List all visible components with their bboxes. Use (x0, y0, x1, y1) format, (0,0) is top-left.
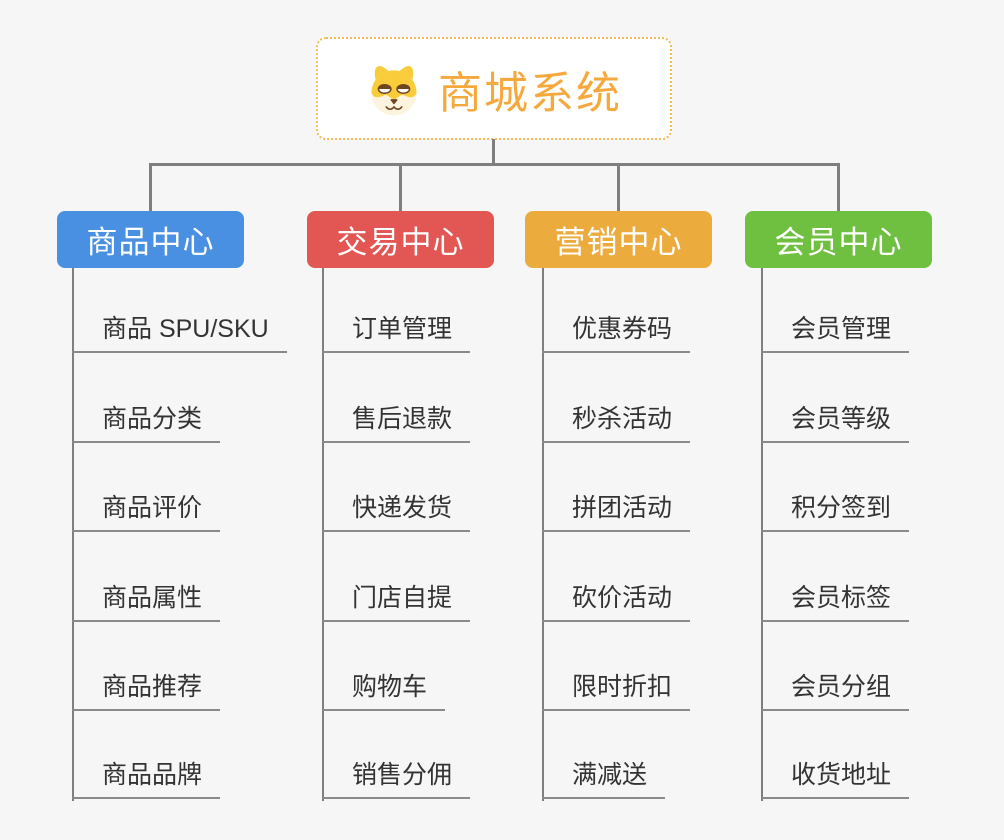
connector-horizontal (149, 163, 840, 166)
leaf-node[interactable]: 商品推荐 (72, 671, 221, 711)
leaf-node[interactable]: 商品 SPU/SKU (72, 313, 287, 353)
connector-drop-products (149, 163, 152, 212)
leaf-node[interactable]: 门店自提 (322, 582, 471, 622)
leaf-node[interactable]: 销售分佣 (322, 759, 471, 799)
leaf-node[interactable]: 会员等级 (761, 403, 910, 443)
leaf-node[interactable]: 收货地址 (761, 759, 910, 799)
leaf-node[interactable]: 快递发货 (322, 492, 471, 532)
leaf-node[interactable]: 拼团活动 (542, 492, 691, 532)
leaf-node[interactable]: 商品评价 (72, 492, 221, 532)
leaf-node[interactable]: 会员分组 (761, 671, 910, 711)
connector-drop-marketing (617, 163, 620, 212)
leaf-node[interactable]: 购物车 (322, 671, 446, 711)
root-title: 商城系统 (438, 68, 622, 118)
leaf-node[interactable]: 优惠券码 (542, 313, 691, 353)
connector-root-stub (492, 139, 495, 166)
branch-spine-products (72, 268, 74, 801)
connector-drop-member (837, 163, 840, 212)
leaf-node[interactable]: 秒杀活动 (542, 403, 691, 443)
leaf-node[interactable]: 会员标签 (761, 582, 910, 622)
branch-spine-member (761, 268, 763, 801)
leaf-node[interactable]: 积分签到 (761, 492, 910, 532)
leaf-node[interactable]: 满减送 (542, 759, 666, 799)
leaf-node[interactable]: 限时折扣 (542, 671, 691, 711)
branch-box-trade[interactable]: 交易中心 (307, 211, 494, 268)
leaf-node[interactable]: 商品分类 (72, 403, 221, 443)
leaf-node[interactable]: 会员管理 (761, 313, 910, 353)
branch-box-member[interactable]: 会员中心 (745, 211, 932, 268)
leaf-node[interactable]: 商品品牌 (72, 759, 221, 799)
branch-spine-marketing (542, 268, 544, 801)
shiba-dog-icon (366, 61, 422, 117)
root-node[interactable]: 商城系统 (316, 37, 672, 140)
connector-drop-trade (399, 163, 402, 212)
leaf-node[interactable]: 商品属性 (72, 582, 221, 622)
leaf-node[interactable]: 砍价活动 (542, 582, 691, 622)
branch-box-marketing[interactable]: 营销中心 (525, 211, 712, 268)
branch-box-products[interactable]: 商品中心 (57, 211, 244, 268)
branch-spine-trade (322, 268, 324, 801)
leaf-node[interactable]: 订单管理 (322, 313, 471, 353)
leaf-node[interactable]: 售后退款 (322, 403, 471, 443)
